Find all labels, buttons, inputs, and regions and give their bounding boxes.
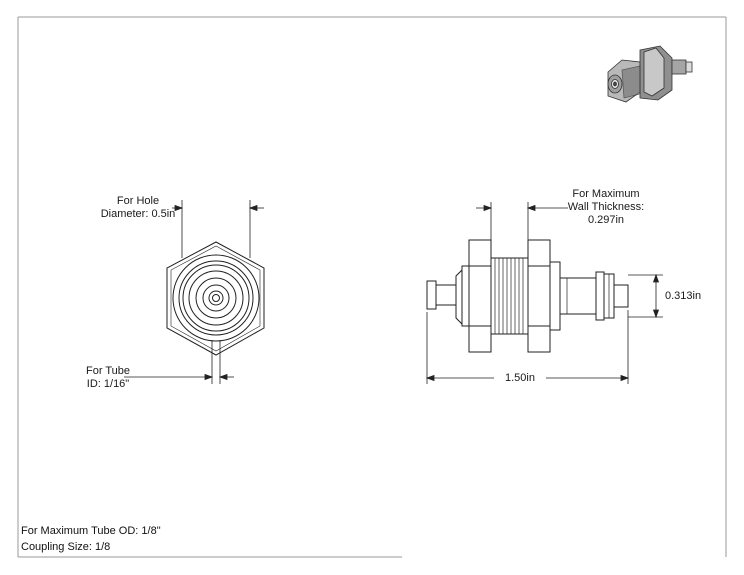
- hole-diameter-label: For Hole Diameter: 0.5in: [88, 195, 188, 221]
- side-view-fitting: [426, 239, 629, 353]
- overall-length-value: 1.50in: [505, 372, 535, 384]
- front-view-hex: [166, 241, 265, 356]
- hole-diameter-dimension: [172, 200, 264, 258]
- tube-id-label: For Tube ID: 1/16": [68, 365, 148, 391]
- barb-height-value: 0.313in: [665, 290, 702, 302]
- wall-label-line2: Wall Thickness:: [567, 201, 645, 213]
- isometric-thumbnail: [607, 45, 693, 103]
- wall-thickness-dimension: [476, 202, 568, 252]
- tube-label-line1: For Tube: [85, 365, 131, 377]
- thread-lines: [494, 258, 610, 334]
- wall-thickness-label: For Maximum Wall Thickness: 0.297in: [558, 188, 654, 227]
- tube-id-dimension: [124, 340, 234, 384]
- hole-label-line2: Diameter: 0.5in: [100, 208, 176, 220]
- max-tube-od-note: For Maximum Tube OD: 1/8": [21, 525, 161, 537]
- wall-label-line3: 0.297in: [587, 214, 625, 226]
- coupling-size-note: Coupling Size: 1/8: [21, 541, 111, 553]
- tube-label-line2: ID: 1/16": [86, 378, 130, 390]
- overall-length-dimension: [425, 310, 630, 384]
- wall-label-line1: For Maximum: [572, 188, 640, 200]
- hole-label-line1: For Hole: [116, 195, 160, 207]
- coupling-notes: For Maximum Tube OD: 1/8" Coupling Size:…: [21, 523, 161, 555]
- sheet-border: [17, 16, 727, 558]
- barb-height-dimension: [628, 273, 663, 319]
